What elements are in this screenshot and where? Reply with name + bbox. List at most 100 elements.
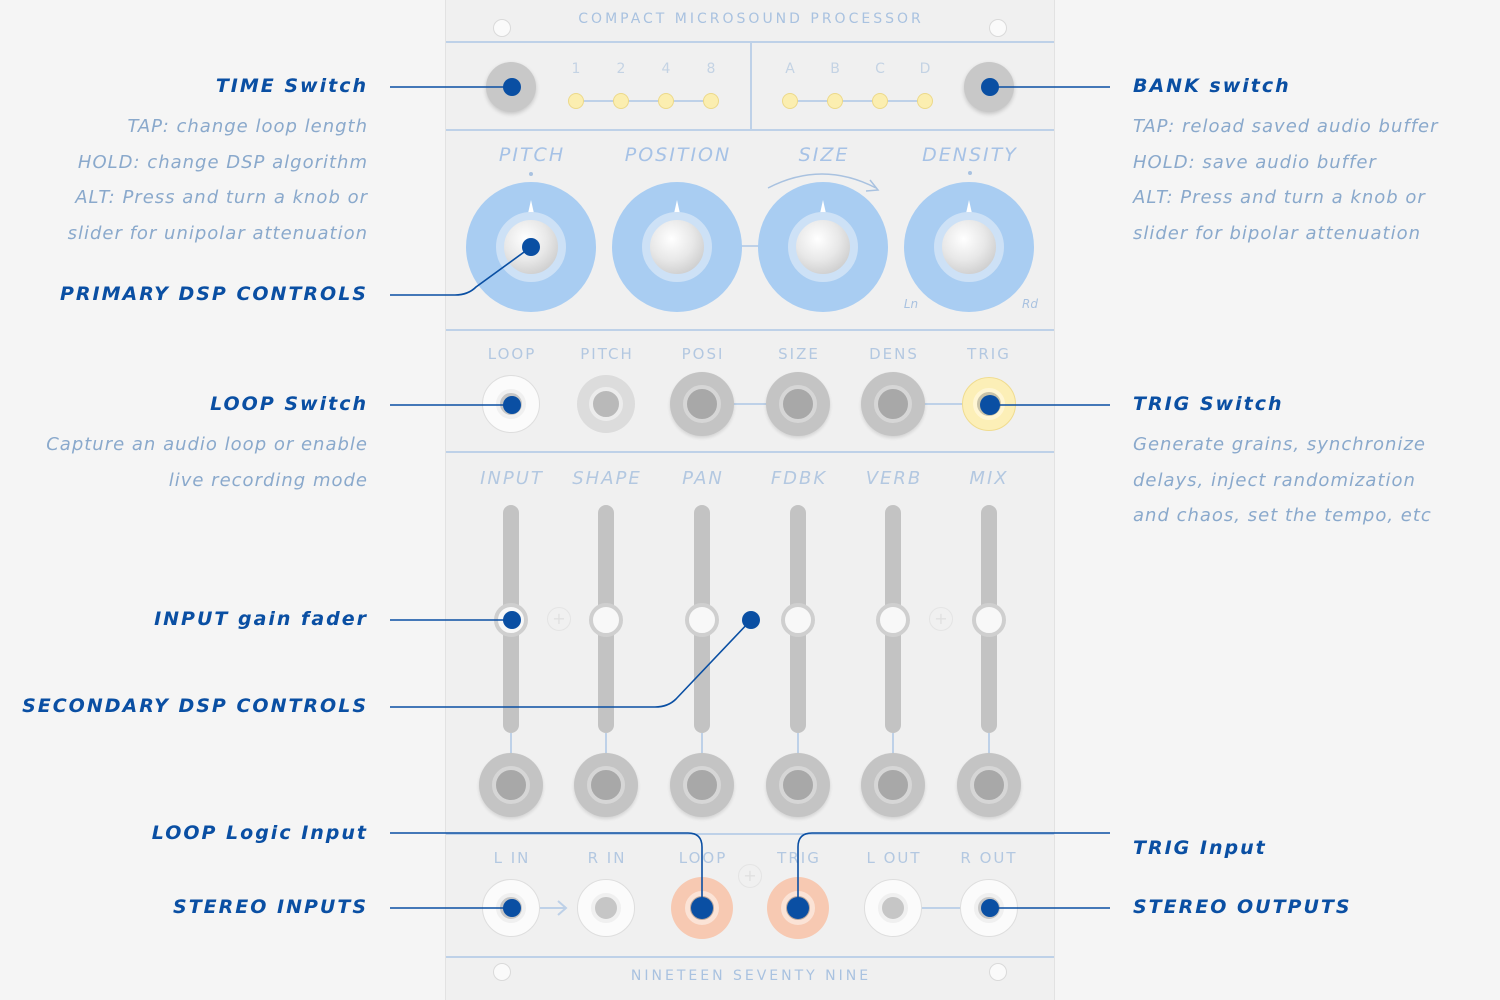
- shape-fader-handle[interactable]: [589, 603, 623, 637]
- panel-screw: [493, 19, 511, 37]
- time-switch-callout-title: TIME Switch: [215, 75, 368, 97]
- fader-label-verb: VERB: [865, 468, 923, 489]
- loop-switch-button[interactable]: [482, 375, 540, 433]
- fader-to-jack-line: [797, 733, 799, 755]
- panel-screw: [989, 963, 1007, 981]
- description-line: TAP: reload saved audio buffer: [1133, 116, 1439, 137]
- mix-cv-jack[interactable]: [957, 753, 1021, 817]
- fdbk-fader-handle[interactable]: [781, 603, 815, 637]
- fader-label-input: INPUT: [480, 468, 544, 489]
- knob-connector: [726, 245, 786, 247]
- marker-trig-input: [787, 897, 809, 919]
- size-direction-arrow-icon: [767, 173, 880, 192]
- bank-value-label: B: [830, 61, 840, 77]
- verb-fader-handle[interactable]: [876, 603, 910, 637]
- io-label-l-out: L OUT: [866, 849, 922, 867]
- bank-value-label: D: [919, 61, 931, 77]
- size-knob[interactable]: [758, 182, 888, 312]
- trig-switch-button[interactable]: [962, 377, 1016, 431]
- fdbk-cv-jack[interactable]: [766, 753, 830, 817]
- trig-switch-description: Generate grains, synchronize delays, inj…: [1133, 427, 1432, 534]
- knob-cap: [642, 212, 712, 282]
- pan-cv-jack[interactable]: [670, 753, 734, 817]
- io-label-r-out: R OUT: [960, 849, 1018, 867]
- time-switch-description: TAP: change loop length HOLD: change DSP…: [68, 109, 368, 251]
- fader-label-shape: SHAPE: [572, 468, 642, 489]
- knob-cap: [788, 212, 858, 282]
- description-line: and chaos, set the tempo, etc: [1133, 505, 1432, 526]
- plus-icon: +: [547, 607, 571, 631]
- cv-label-pitch: PITCH: [580, 345, 634, 363]
- fader-to-jack-line: [892, 733, 894, 755]
- fader-to-jack-line: [988, 733, 990, 755]
- fader-label-pan: PAN: [682, 468, 724, 489]
- bank-value-label: C: [875, 61, 885, 77]
- density-knob[interactable]: [904, 182, 1034, 312]
- knob-pointer: [819, 200, 827, 218]
- description-line: HOLD: save audio buffer: [1133, 151, 1377, 173]
- module-title: COMPACT MICROSOUND PROCESSOR: [578, 11, 924, 27]
- divider: [446, 956, 1054, 958]
- description-line: TAP: change loop length: [127, 116, 368, 137]
- divider: [446, 129, 1054, 131]
- divider: [446, 833, 1054, 835]
- description-line: Capture an audio loop or enable: [46, 434, 368, 455]
- pitch-cv-jack[interactable]: [577, 375, 635, 433]
- module-footer: NINETEEN SEVENTY NINE: [630, 968, 872, 984]
- divider: [750, 41, 752, 129]
- knob-label-size: SIZE: [798, 144, 850, 166]
- input-cv-jack[interactable]: [479, 753, 543, 817]
- marker-secondary-dsp: [742, 611, 760, 629]
- shape-cv-jack[interactable]: [574, 753, 638, 817]
- panel-screw: [493, 963, 511, 981]
- knob-pointer: [965, 200, 973, 218]
- bank-led: [872, 93, 888, 109]
- cv-label-posi: POSI: [681, 345, 725, 363]
- plus-icon: +: [738, 864, 762, 888]
- center-marker: [529, 172, 533, 176]
- jack-connector: [731, 403, 771, 405]
- position-knob[interactable]: [612, 182, 742, 312]
- bank-switch-description: TAP: reload saved audio buffer HOLD: sav…: [1133, 109, 1439, 251]
- fader-to-jack-line: [701, 733, 703, 755]
- description-line: slider for unipolar attenuation: [67, 222, 368, 244]
- led-connector: [789, 100, 926, 102]
- jack-connector: [921, 907, 966, 909]
- bank-value-label: A: [785, 61, 795, 77]
- marker-trig-switch: [980, 395, 1000, 415]
- right-input-jack[interactable]: [577, 879, 635, 937]
- description-line: ALT: Press and turn a knob or: [75, 187, 368, 208]
- fader-to-jack-line: [510, 733, 512, 755]
- jack-connector: [921, 403, 966, 405]
- mix-fader-handle[interactable]: [972, 603, 1006, 637]
- stereo-inputs-callout-title: STEREO INPUTS: [173, 896, 368, 918]
- bank-switch-callout-title: BANK switch: [1133, 75, 1291, 97]
- io-label-l-in: L IN: [493, 849, 531, 867]
- left-output-jack[interactable]: [864, 879, 922, 937]
- description-line: delays, inject randomization: [1133, 469, 1416, 491]
- knob-label-pitch: PITCH: [498, 144, 566, 166]
- loop-logic-input-callout-title: LOOP Logic Input: [151, 822, 368, 844]
- pan-fader-handle[interactable]: [685, 603, 719, 637]
- size-cv-jack[interactable]: [766, 372, 830, 436]
- description-line: Generate grains, synchronize: [1133, 434, 1426, 455]
- density-range-right-label: Rd: [1022, 297, 1038, 311]
- cv-label-trig: TRIG: [967, 345, 1011, 363]
- secondary-dsp-callout-title: SECONDARY DSP CONTROLS: [22, 695, 368, 717]
- cv-label-size: SIZE: [778, 345, 820, 363]
- divider: [446, 329, 1054, 331]
- knob-label-density: DENSITY: [922, 144, 1018, 166]
- position-cv-jack[interactable]: [670, 372, 734, 436]
- description-line: slider for bipolar attenuation: [1133, 222, 1422, 244]
- density-cv-jack[interactable]: [861, 372, 925, 436]
- marker-loop-logic-input: [691, 897, 713, 919]
- marker-stereo-outputs: [981, 899, 999, 917]
- verb-cv-jack[interactable]: [861, 753, 925, 817]
- trig-switch-callout-title: TRIG Switch: [1133, 393, 1284, 415]
- fader-label-mix: MIX: [969, 468, 1009, 489]
- cv-label-loop: LOOP: [487, 345, 537, 363]
- loop-switch-callout-title: LOOP Switch: [210, 393, 368, 415]
- knob-pointer: [527, 200, 535, 218]
- bank-led: [827, 93, 843, 109]
